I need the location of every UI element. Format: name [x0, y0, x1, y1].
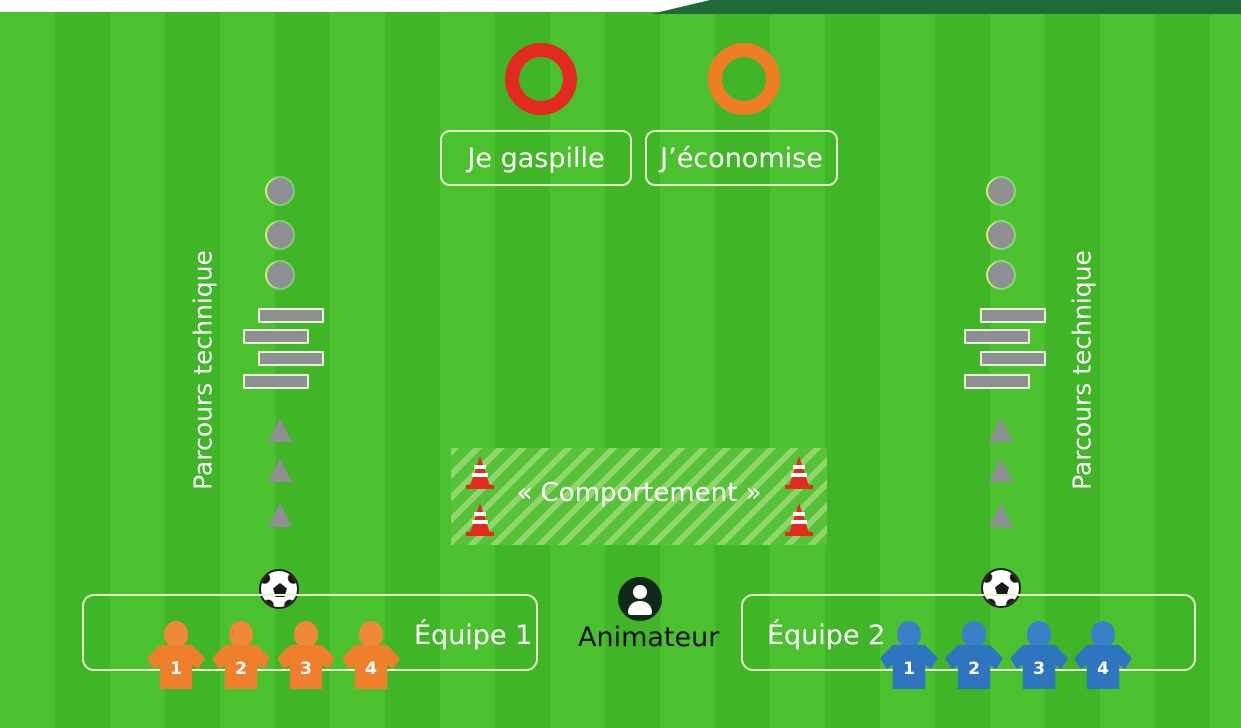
red-ring-icon [505, 43, 577, 115]
plank-obstacle [980, 351, 1046, 366]
marker-triangle-icon [989, 418, 1013, 442]
disc-marker-icon [988, 178, 1014, 204]
disc-marker-icon [988, 262, 1014, 288]
behavior-zone-label: « Comportement » [451, 478, 827, 508]
team2-player-icon: 4 [1074, 621, 1132, 689]
animator-person-icon [618, 577, 662, 621]
plank-obstacle [980, 308, 1046, 323]
save-label: J’économise [660, 143, 823, 174]
behavior-zone: « Comportement » [451, 448, 827, 545]
cone-icon [784, 503, 814, 537]
plank-obstacle [964, 329, 1030, 344]
team2-player-icon: 3 [1010, 621, 1068, 689]
cone-icon [784, 456, 814, 490]
marker-triangle-icon [989, 458, 1013, 482]
team2-label: Équipe 2 [767, 620, 885, 651]
marker-triangle-icon [268, 458, 292, 482]
player-number: 2 [945, 659, 1003, 679]
team2-player-icon: 1 [880, 621, 938, 689]
animator-label: Animateur [578, 622, 719, 653]
corner-banner [651, 0, 1241, 14]
team1-label: Équipe 1 [414, 620, 532, 651]
team1-player-icon: 4 [342, 621, 400, 689]
course-left-label: Parcours technique [189, 250, 218, 490]
cone-icon [465, 503, 495, 537]
disc-marker-icon [267, 222, 293, 248]
plank-obstacle [243, 329, 309, 344]
player-number: 3 [1010, 659, 1068, 679]
marker-triangle-icon [268, 503, 292, 527]
marker-triangle-icon [989, 503, 1013, 527]
player-number: 1 [147, 659, 205, 679]
waste-label-box: Je gaspille [440, 130, 632, 186]
player-number: 2 [212, 659, 270, 679]
cone-icon [465, 456, 495, 490]
plank-obstacle [964, 374, 1030, 389]
plank-obstacle [258, 308, 324, 323]
marker-triangle-icon [268, 418, 292, 442]
player-number: 1 [880, 659, 938, 679]
disc-marker-icon [267, 262, 293, 288]
disc-marker-icon [988, 222, 1014, 248]
team2-player-icon: 2 [945, 621, 1003, 689]
waste-label: Je gaspille [467, 143, 604, 174]
team1-player-icon: 2 [212, 621, 270, 689]
player-number: 4 [1074, 659, 1132, 679]
orange-ring-icon [708, 43, 780, 115]
plank-obstacle [243, 374, 309, 389]
player-number: 4 [342, 659, 400, 679]
disc-marker-icon [267, 178, 293, 204]
save-label-box: J’économise [645, 130, 838, 186]
team1-player-icon: 3 [277, 621, 335, 689]
player-number: 3 [277, 659, 335, 679]
team1-player-icon: 1 [147, 621, 205, 689]
plank-obstacle [258, 351, 324, 366]
course-right-label: Parcours technique [1068, 250, 1097, 490]
